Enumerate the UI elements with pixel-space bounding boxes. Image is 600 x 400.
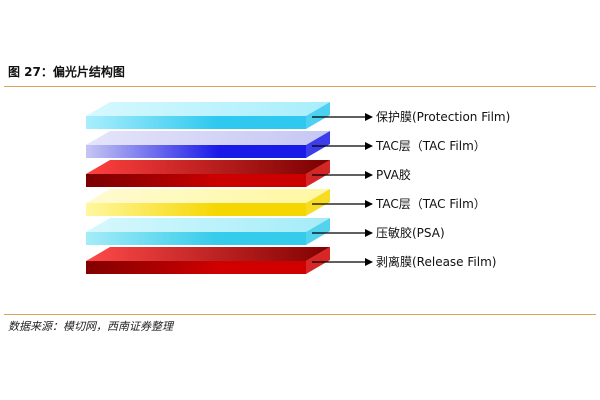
layer-top-face (86, 247, 330, 261)
layer-front-face (86, 261, 306, 274)
layer-1: 保护膜(Protection Film) (86, 102, 510, 129)
layer-front-face (86, 174, 306, 187)
layer-label: PVA胶 (376, 167, 411, 182)
bottom-divider (4, 314, 596, 315)
layer-front-face (86, 116, 306, 129)
layer-side-face (306, 131, 330, 158)
layer-6: 剥离膜(Release Film) (86, 247, 496, 274)
layer-4: TAC层（TAC Film） (86, 189, 486, 216)
layer-side-face (306, 247, 330, 274)
layers-group: 保护膜(Protection Film) TAC层（TAC Film） PVA胶 TA… (86, 102, 510, 274)
figure-title: 图 27：偏光片结构图 (8, 65, 125, 79)
layer-3: PVA胶 (86, 160, 411, 187)
layer-top-face (86, 131, 330, 145)
layer-front-face (86, 232, 306, 245)
layer-2: TAC层（TAC Film） (86, 131, 486, 158)
source-note: 数据来源：模切网，西南证券整理 (8, 320, 173, 333)
layer-front-face (86, 203, 306, 216)
layer-label: TAC层（TAC Film） (375, 197, 486, 211)
layer-side-face (306, 102, 330, 129)
layer-5: 压敏胶(PSA) (86, 218, 445, 245)
layer-side-face (306, 160, 330, 187)
layer-side-face (306, 189, 330, 216)
layer-top-face (86, 218, 330, 232)
top-divider (4, 86, 596, 87)
layer-top-face (86, 160, 330, 174)
layer-front-face (86, 145, 306, 158)
layer-label: TAC层（TAC Film） (375, 139, 486, 153)
layer-top-face (86, 102, 330, 116)
layer-label: 剥离膜(Release Film) (376, 254, 496, 269)
layer-top-face (86, 189, 330, 203)
layer-label: 保护膜(Protection Film) (376, 110, 510, 124)
layer-label: 压敏胶(PSA) (376, 225, 445, 240)
layer-side-face (306, 218, 330, 245)
